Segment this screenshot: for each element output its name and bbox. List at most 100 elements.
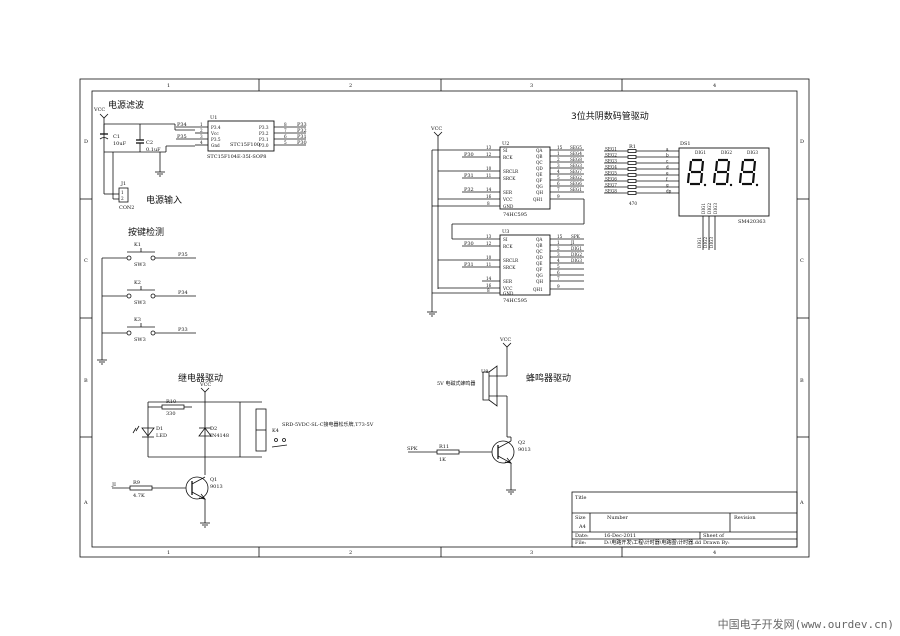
mcu-right-net-4: P30 — [297, 140, 307, 146]
mcu-left-pin-1: P3.4 — [211, 125, 221, 130]
seg-net-label: SEG2 — [605, 152, 617, 157]
u3-right-pin-qa: QA — [536, 237, 543, 242]
u2-left-net-ser: P32 — [464, 187, 474, 193]
u2-left-num-2: 12 — [486, 152, 492, 157]
k4-value: SRD-5VDC-SL-C接电器松乐牌,T73-5V — [282, 421, 374, 428]
u2-right-pin-qh: QH — [536, 190, 543, 195]
row-label-left-c: C — [84, 258, 88, 264]
u2-left-pin-gnd: GND — [503, 204, 514, 209]
mcu-right-net-2: P32 — [297, 128, 307, 134]
col-label-bottom-1: 1 — [167, 550, 170, 556]
u2-left-net-rck: P30 — [464, 152, 474, 158]
mcu-right-pin-3: P3.1 — [259, 137, 269, 142]
c1-value: 10uF — [113, 141, 127, 147]
r11-ref: R11 — [439, 444, 449, 450]
d1-value: LED — [156, 433, 167, 439]
u3-left-pin-srclr: SRCLR — [503, 258, 519, 263]
seg-letter-label: f — [666, 176, 668, 181]
r1-value: 470 — [629, 201, 637, 206]
mcu-right-pin-4: P3.0 — [259, 143, 269, 148]
c1-ref: C1 — [113, 134, 120, 140]
segment-bar — [726, 160, 731, 172]
mcu-left-net-1: P34 — [177, 122, 187, 128]
q1-ref: Q1 — [210, 477, 217, 483]
u3-left-net-srck: P31 — [464, 262, 474, 268]
dig-net-label-2: DIG2 — [703, 237, 708, 248]
row-label-right-b: B — [800, 378, 804, 384]
seg-resistor — [627, 173, 637, 177]
seg-resistor — [627, 161, 637, 165]
u3-right-num-3: 2 — [557, 246, 560, 251]
mcu-name: STC15F100 — [230, 142, 260, 148]
u2-right-num-3: 2 — [557, 157, 560, 162]
seg-letter-label: e — [666, 170, 669, 175]
u2-left-num-7: 8 — [487, 201, 490, 206]
ds1-ref: DS1 — [680, 141, 691, 147]
k2-net: P34 — [178, 290, 188, 296]
u2-right-pin-qd: QD — [536, 166, 543, 171]
u3-left-pin-srck: SRCK — [503, 265, 516, 270]
tb-size-label: Size — [575, 515, 586, 521]
d2-ref: D2 — [210, 426, 217, 432]
col-label-top-1: 1 — [167, 83, 170, 89]
q2-ref: Q2 — [518, 440, 525, 446]
vcc-label-buzzer: VCC — [499, 337, 511, 343]
dig-pin-label-3: DIG3 — [713, 203, 718, 214]
segment-bar — [688, 160, 693, 172]
col-label-bottom-3: 3 — [530, 550, 533, 556]
segment-bar — [714, 160, 719, 172]
row-label-right-a: A — [799, 500, 804, 506]
seg-net-label: SEG1 — [605, 146, 617, 151]
q1-value: 9013 — [210, 484, 223, 490]
seg-resistor — [627, 167, 637, 171]
dig-net-label-1: DIG1 — [697, 237, 702, 248]
col-label-top-4: 4 — [713, 83, 716, 89]
seg-row: SEG5 e — [604, 170, 679, 177]
u2-out-net-5: SEG7 — [570, 169, 582, 174]
j1-value: CON2 — [119, 205, 134, 211]
k3-value: SW3 — [134, 337, 146, 343]
u2-left-num-4: 11 — [486, 173, 492, 178]
u3-left-num-5: 14 — [486, 276, 492, 281]
u3-out-net-4: DIG2 — [571, 252, 582, 257]
u2-left-num-6: 16 — [486, 194, 492, 199]
row-label-left-a: A — [83, 500, 88, 506]
u2-right-num-6: 5 — [557, 175, 560, 180]
mcu-right-num-2: 7 — [284, 128, 287, 133]
u2-ref: U2 — [502, 141, 509, 147]
seg-net-label: SEG5 — [605, 170, 617, 175]
mcu-left-num-1: 1 — [200, 122, 203, 127]
mcu-left-pin-2: Vcc — [210, 131, 219, 136]
u2-out-net-8: SEG1 — [570, 187, 582, 192]
title-block: Title Size A4 Number Revision Date: 16-D… — [571, 491, 798, 548]
r9-value: 4.7K — [133, 493, 145, 499]
u3-right-pin-qe: QE — [536, 261, 543, 266]
u2-right-num-2: 1 — [557, 151, 560, 156]
mcu-left-pin-3: P3.5 — [211, 137, 221, 142]
u2-left-pin-srck: SRCK — [503, 176, 516, 181]
u2-out-net-6: SEG2 — [570, 175, 582, 180]
u3-ref: U3 — [502, 229, 509, 235]
digit-glyph — [738, 158, 759, 187]
tb-sheet-label: Sheet of — [703, 533, 725, 539]
mcu-u1: U1 STC15F100 STC15F104E-35I-SOP8 P34 P35… — [176, 115, 307, 160]
decimal-point — [755, 183, 759, 187]
u2-right-pin-qc: QC — [536, 160, 543, 165]
heading-buzzer-drive: 蜂鸣器驱动 — [526, 372, 571, 384]
u3-out-net-3: DIG1 — [571, 246, 582, 251]
u2-out-net-2: SEG4 — [570, 151, 582, 156]
u2-left-num-5: 14 — [486, 187, 492, 192]
heading-relay-drive: 继电器驱动 — [178, 372, 223, 384]
seg-letter-label: g — [666, 182, 669, 187]
relay-input-net: JI — [111, 482, 116, 488]
u3-left-num-1: 13 — [486, 234, 492, 239]
u3-left-pin-ser: SER — [503, 279, 513, 284]
u3-right-pin-qc: QC — [536, 249, 543, 254]
tb-size-value: A4 — [578, 524, 586, 530]
u2-left-pin-rck: RCK — [503, 155, 513, 160]
u3-left-num-2: 12 — [486, 241, 492, 246]
u3-out-net-5: DIG3 — [571, 258, 582, 263]
